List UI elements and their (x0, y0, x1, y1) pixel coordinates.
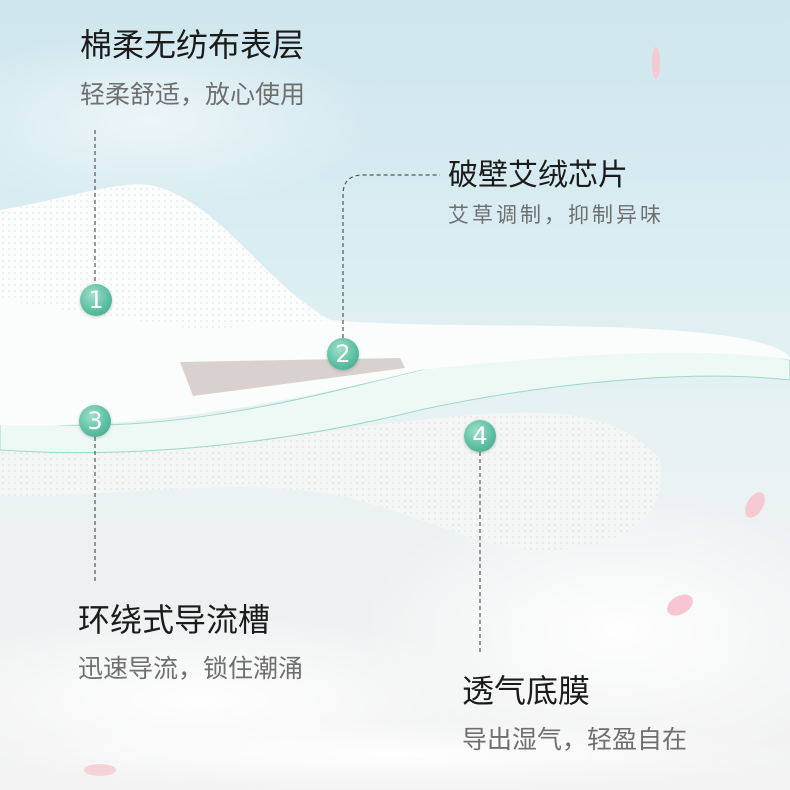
feature-badge-3: 3 (79, 405, 111, 437)
feature-4-subtitle: 导出湿气，轻盈自在 (462, 725, 688, 754)
feature-3-title: 环绕式导流槽 (78, 601, 271, 639)
feature-badge-1: 1 (80, 284, 112, 316)
feature-4-title: 透气底膜 (462, 672, 591, 710)
feature-badge-2: 2 (327, 338, 359, 370)
feature-3-subtitle: 迅速导流，锁住潮涌 (78, 654, 304, 683)
feature-1-title: 棉柔无纺布表层 (80, 26, 305, 64)
feature-badge-4: 4 (464, 420, 496, 452)
feature-2-subtitle: 艾草调制，抑制异味 (448, 203, 664, 227)
feature-1-subtitle: 轻柔舒适，放心使用 (80, 80, 306, 109)
feature-2-title: 破壁艾绒芯片 (448, 158, 628, 193)
